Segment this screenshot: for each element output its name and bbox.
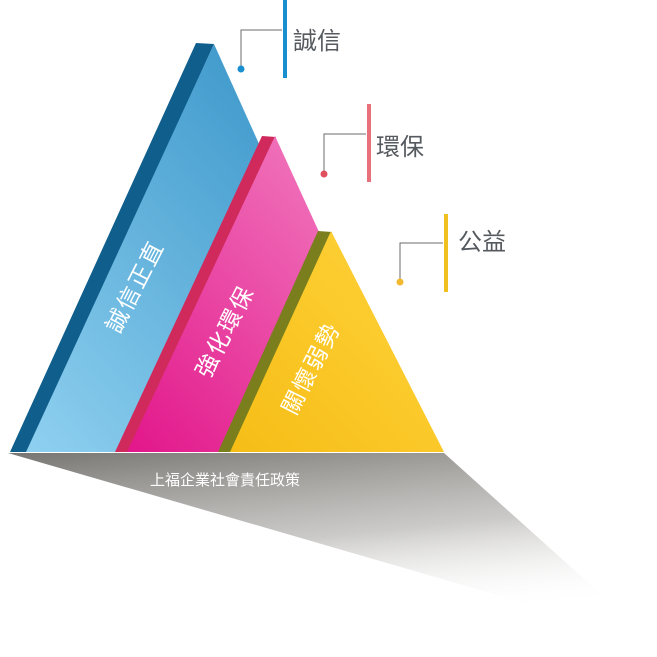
callout-integrity: 誠信 (237, 0, 341, 78)
triangle-integrity-edge (10, 43, 214, 452)
callout-environment-bar (367, 104, 371, 182)
triangle-care-face (230, 231, 444, 452)
callout-charity-bar (444, 214, 448, 292)
pyramid-shadow (8, 453, 652, 640)
callout-charity: 公益 (396, 214, 506, 292)
callout-charity-dot (396, 278, 404, 286)
callout-environment-label: 環保 (376, 133, 424, 161)
triangle-care: 關懷弱勢 (218, 231, 444, 452)
callout-environment-connector (323, 133, 366, 173)
base-caption: 上福企業社會責任政策 (150, 471, 300, 489)
callout-charity-connector (399, 242, 443, 281)
callout-charity-label: 公益 (458, 228, 506, 256)
triangle-environment-edge (115, 136, 276, 452)
callout-integrity-label: 誠信 (293, 27, 341, 55)
triangle-care-edge (218, 231, 332, 452)
callout-integrity-dot (237, 65, 245, 73)
callout-integrity-bar (283, 0, 287, 78)
callout-integrity-connector (240, 29, 282, 68)
callout-environment-dot (320, 170, 328, 178)
callout-environment: 環保 (320, 104, 424, 182)
